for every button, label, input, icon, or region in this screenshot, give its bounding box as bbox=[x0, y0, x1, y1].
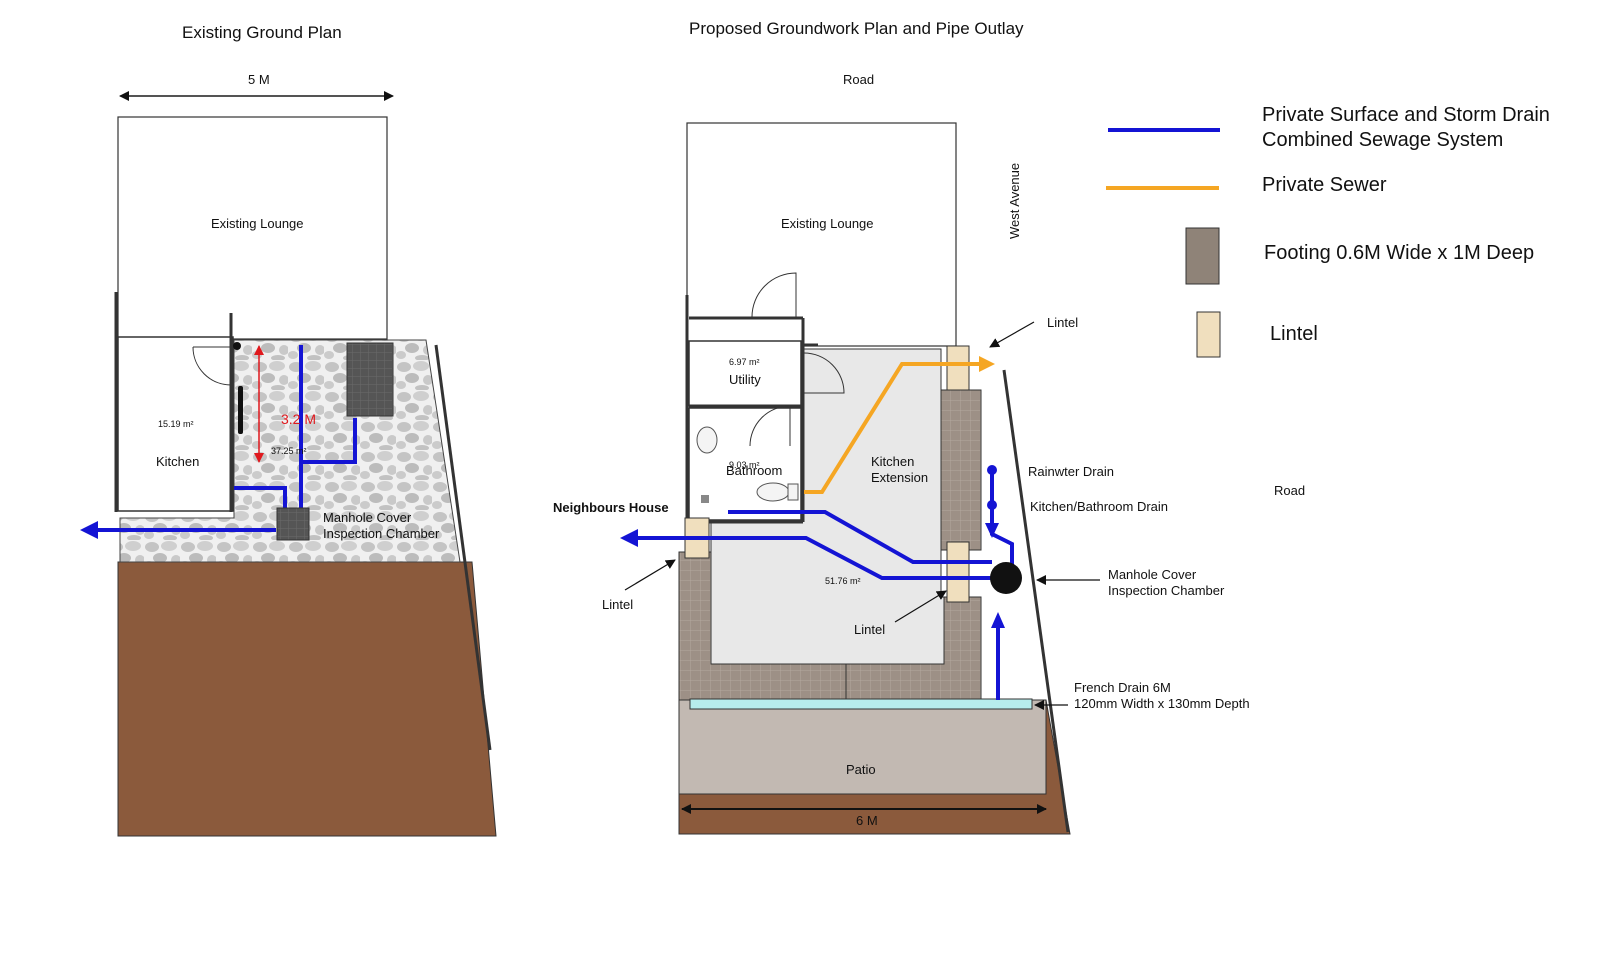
drain-down-arrow bbox=[985, 523, 999, 538]
proposed-lounge-label: Existing Lounge bbox=[781, 216, 874, 231]
legend-storm-label-2: Combined Sewage System bbox=[1262, 129, 1504, 151]
lintel-top-right bbox=[946, 345, 970, 391]
proposed-plan bbox=[620, 122, 1100, 835]
existing-lounge-label: Existing Lounge bbox=[211, 216, 304, 231]
legend-storm-label-1: Private Surface and Storm Drain bbox=[1262, 104, 1550, 126]
kitchen-bathroom-drain-label: Kitchen/Bathroom Drain bbox=[1030, 499, 1169, 514]
road-top-label: Road bbox=[843, 72, 875, 87]
lintel-bottom-label: Lintel bbox=[854, 622, 886, 637]
legend-footing-swatch bbox=[1185, 227, 1220, 285]
utility-door bbox=[803, 352, 845, 394]
kitchen-extension-label-2: Extension bbox=[871, 470, 929, 485]
existing-outflow-arrow bbox=[80, 521, 98, 539]
utility-label: Utility bbox=[729, 372, 761, 387]
existing-downpipe bbox=[233, 342, 241, 350]
kitchen-extension-label-1: Kitchen bbox=[871, 454, 915, 469]
french-drain-up-arrow bbox=[991, 612, 1005, 628]
existing-soil-area bbox=[117, 561, 497, 837]
west-avenue-label: West Avenue bbox=[1007, 162, 1022, 239]
existing-kitchen-door bbox=[192, 346, 232, 386]
existing-manhole-label-1: Manhole Cover bbox=[323, 510, 412, 525]
existing-kitchen-label: Kitchen bbox=[156, 454, 200, 469]
legend-lintel-label: Lintel bbox=[1270, 323, 1318, 345]
extension-area: 51.76 m² bbox=[825, 576, 861, 586]
french-drain-label-2: 120mm Width x 130mm Depth bbox=[1074, 696, 1250, 711]
proposed-manhole-label-1: Manhole Cover bbox=[1108, 567, 1197, 582]
patio-area bbox=[678, 699, 1047, 795]
existing-lounge-room bbox=[117, 116, 388, 340]
existing-manhole-label-2: Inspection Chamber bbox=[323, 526, 440, 541]
legend-footing-label: Footing 0.6M Wide x 1M Deep bbox=[1264, 242, 1535, 264]
legend-sewer-label: Private Sewer bbox=[1262, 174, 1387, 196]
proposed-manhole bbox=[990, 562, 1022, 594]
bathroom-tap bbox=[701, 495, 709, 503]
french-drain-label-1: French Drain 6M bbox=[1074, 680, 1171, 695]
existing-storm-pipes bbox=[90, 345, 357, 532]
proposed-width-label: 6 M bbox=[856, 813, 878, 828]
proposed-lounge-room bbox=[686, 122, 957, 347]
existing-kitchen-room bbox=[117, 336, 234, 512]
existing-width-label: 5 M bbox=[248, 72, 270, 87]
proposed-plan-title: Proposed Groundwork Plan and Pipe Outlay bbox=[689, 19, 1024, 38]
lintel-right bbox=[946, 541, 970, 603]
storm-outflow-arrow bbox=[620, 529, 638, 547]
rainwater-drain-point-2 bbox=[987, 500, 997, 510]
lounge-door bbox=[751, 272, 797, 318]
rainwater-drain-label: Rainwter Drain bbox=[1028, 464, 1114, 479]
existing-manhole bbox=[276, 507, 310, 541]
bathroom-sink bbox=[696, 426, 718, 454]
proposed-storm-pipes bbox=[636, 470, 1014, 700]
private-sewer-pipe bbox=[804, 362, 983, 494]
bathroom-toilet bbox=[756, 482, 790, 502]
existing-kitchen-area: 15.19 m² bbox=[158, 419, 194, 429]
legend-lintel-swatch bbox=[1196, 311, 1221, 358]
bathroom-label: Bathroom bbox=[726, 463, 783, 478]
french-drain bbox=[689, 698, 1033, 710]
sewer-outflow-arrow bbox=[979, 356, 995, 372]
bathroom-area: 9.03 m² bbox=[729, 460, 760, 470]
existing-radiator bbox=[238, 386, 243, 434]
utility-area: 6.97 m² bbox=[729, 357, 760, 367]
legend-swatches bbox=[1106, 128, 1221, 358]
existing-height-label: 3.2 M bbox=[281, 411, 317, 427]
neighbours-house-label: Neighbours House bbox=[553, 500, 669, 515]
footing-right-wall bbox=[940, 389, 982, 551]
bathroom-door bbox=[749, 405, 791, 447]
road-right-label: Road bbox=[1274, 483, 1306, 498]
lintel-left-label: Lintel bbox=[602, 597, 634, 612]
patio-label: Patio bbox=[846, 762, 876, 777]
existing-plan-title: Existing Ground Plan bbox=[182, 23, 342, 42]
existing-yard-area: 37.25 m² bbox=[271, 446, 307, 456]
proposed-manhole-label-2: Inspection Chamber bbox=[1108, 583, 1225, 598]
existing-gully bbox=[346, 342, 394, 417]
rainwater-drain-point-1 bbox=[987, 465, 997, 475]
existing-plan bbox=[80, 91, 497, 837]
lintel-top-label: Lintel bbox=[1047, 315, 1079, 330]
